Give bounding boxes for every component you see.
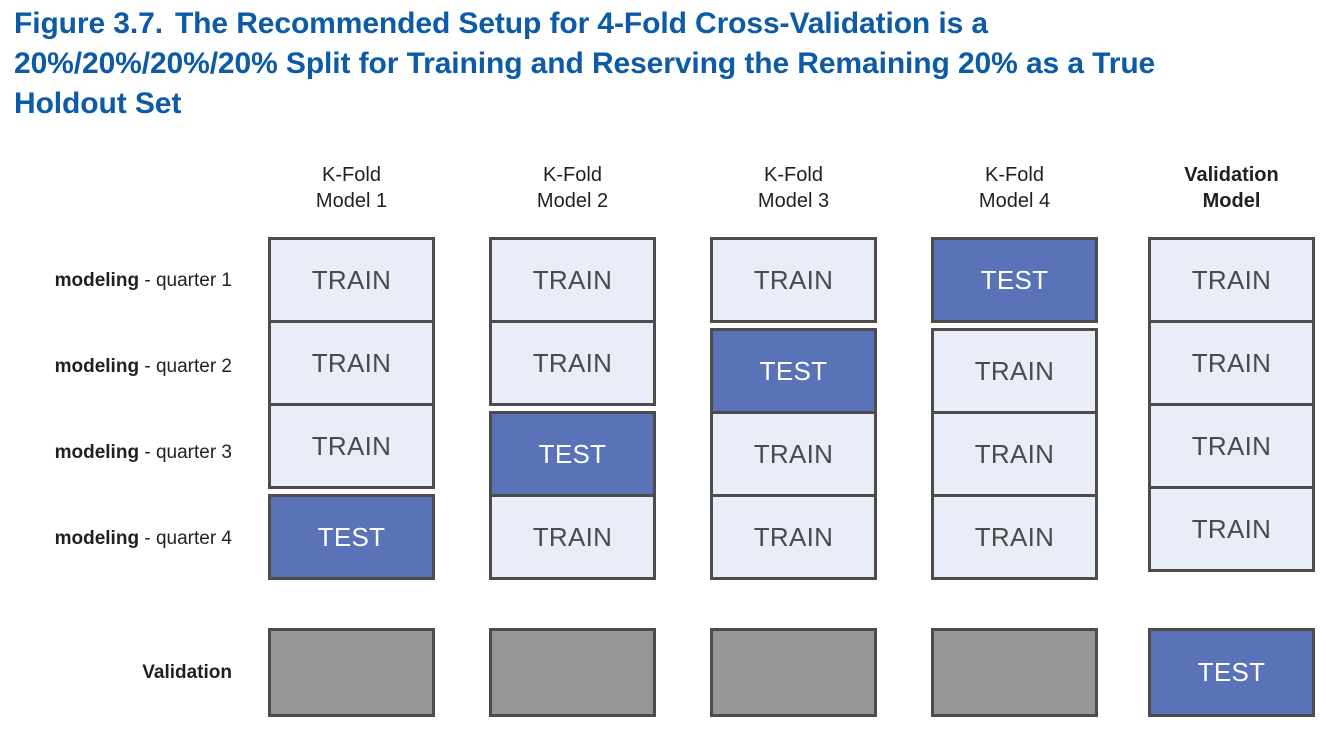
column-header-line2: Model [1202,190,1261,213]
cell-m3-q3[interactable]: TRAIN [710,411,877,497]
row-label-strong: modeling [54,270,140,291]
holdout-cell-validation[interactable]: TEST [1148,628,1315,717]
column-header-line1: K-Fold [322,164,381,186]
row-label-quarter-4: modeling - quarter 4 [0,528,232,550]
row-label-quarter-1: modeling - quarter 1 [0,270,232,292]
cell-m3-q4[interactable]: TRAIN [710,494,877,580]
column-header-kfold-model-2: K-Fold Model 2 [489,162,656,215]
column-header-line2: Model 2 [536,190,609,213]
cell-m1-q3[interactable]: TRAIN [268,403,435,489]
cell-label: TRAIN [753,264,834,295]
row-label-rest: - quarter 2 [139,356,232,377]
column-header-kfold-model-4: K-Fold Model 4 [931,162,1098,215]
column-header-line1: K-Fold [764,164,823,186]
cell-label: TEST [317,521,386,552]
figure-title-text: The Recommended Setup for 4-Fold Cross-V… [14,7,1156,121]
cell-m2-q4[interactable]: TRAIN [489,494,656,580]
cell-label: TRAIN [532,521,613,552]
holdout-cell-m1[interactable] [268,628,435,717]
holdout-cell-m3[interactable] [710,628,877,717]
cell-val-q2[interactable]: TRAIN [1148,320,1315,406]
cell-label: TRAIN [1191,513,1272,544]
row-label-quarter-2: modeling - quarter 2 [0,356,232,378]
cell-m2-q1[interactable]: TRAIN [489,237,656,323]
row-label-strong: Validation [142,662,232,683]
cell-m2-q2[interactable]: TRAIN [489,320,656,406]
row-label-strong: modeling [54,528,140,549]
cell-label: TRAIN [311,347,392,378]
cell-m3-q1[interactable]: TRAIN [710,237,877,323]
cell-label: TRAIN [1191,347,1272,378]
cell-label: TEST [538,438,607,469]
column-header-validation-model: Validation Model [1148,162,1315,215]
row-label-rest: - quarter 4 [139,528,232,549]
figure-number: Figure 3.7. [14,7,163,40]
cell-label: TRAIN [974,521,1055,552]
row-label-strong: modeling [54,442,140,463]
cell-m1-q2[interactable]: TRAIN [268,320,435,406]
cell-val-q1[interactable]: TRAIN [1148,237,1315,323]
cell-label: TEST [980,264,1049,295]
cell-m4-q2[interactable]: TRAIN [931,328,1098,414]
cell-label: TRAIN [974,438,1055,469]
cell-label: TRAIN [1191,264,1272,295]
row-label-validation: Validation [0,662,232,684]
column-header-line2: Model 3 [757,190,830,213]
figure-title: Figure 3.7.The Recommended Setup for 4-F… [14,4,1194,125]
cell-label: TEST [759,355,828,386]
row-label-rest: - quarter 1 [139,270,232,291]
cell-m3-q2[interactable]: TEST [710,328,877,414]
cell-label: TRAIN [753,438,834,469]
cell-m4-q1[interactable]: TEST [931,237,1098,323]
cell-label: TRAIN [311,430,392,461]
row-label-quarter-3: modeling - quarter 3 [0,442,232,464]
cell-label: TEST [1197,657,1266,687]
cell-m1-q1[interactable]: TRAIN [268,237,435,323]
column-header-line1: K-Fold [543,164,602,186]
cell-m1-q4[interactable]: TEST [268,494,435,580]
cell-label: TRAIN [311,264,392,295]
holdout-cell-m4[interactable] [931,628,1098,717]
cell-label: TRAIN [532,347,613,378]
cell-val-q4[interactable]: TRAIN [1148,486,1315,572]
cell-m2-q3[interactable]: TEST [489,411,656,497]
column-header-kfold-model-3: K-Fold Model 3 [710,162,877,215]
column-header-line2: Model 4 [978,190,1051,213]
cell-label: TRAIN [1191,430,1272,461]
row-label-rest: - quarter 3 [139,442,232,463]
cell-label: TRAIN [753,521,834,552]
cell-val-q3[interactable]: TRAIN [1148,403,1315,489]
cell-label: TRAIN [532,264,613,295]
column-header-kfold-model-1: K-Fold Model 1 [268,162,435,215]
cell-label: TRAIN [974,355,1055,386]
holdout-cell-m2[interactable] [489,628,656,717]
cell-m4-q3[interactable]: TRAIN [931,411,1098,497]
row-label-strong: modeling [54,356,140,377]
column-header-line1: Validation [1184,164,1279,186]
column-header-line2: Model 1 [315,190,388,213]
cell-m4-q4[interactable]: TRAIN [931,494,1098,580]
column-header-line1: K-Fold [985,164,1044,186]
